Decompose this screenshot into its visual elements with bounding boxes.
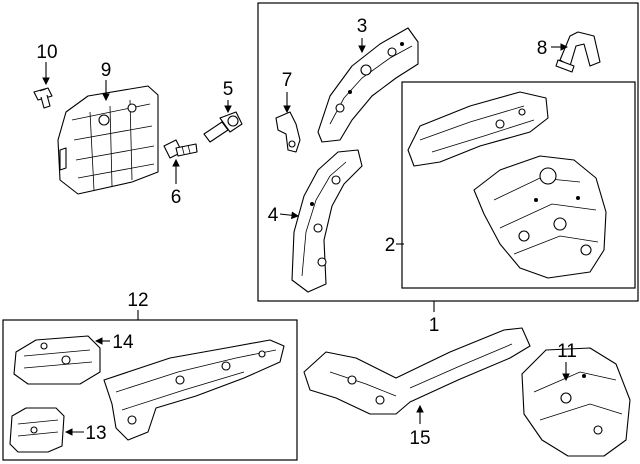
part-14-panel <box>13 335 101 385</box>
leader-lines <box>42 38 570 436</box>
callout-15: 15 <box>409 428 430 449</box>
callout-5: 5 <box>223 79 234 100</box>
part-12-frame-rail <box>103 339 285 441</box>
callout-12: 12 <box>127 290 148 311</box>
callout-13: 13 <box>85 423 106 444</box>
callout-6: 6 <box>171 187 182 208</box>
callout-14: 14 <box>112 332 134 353</box>
callout-11: 11 <box>557 341 577 362</box>
callout-9: 9 <box>101 60 112 81</box>
part-6-bolt <box>163 139 198 159</box>
part-4-arch <box>291 149 363 293</box>
callout-3: 3 <box>357 16 368 37</box>
part-7-bracket <box>275 111 301 153</box>
part-8-clip <box>555 31 601 73</box>
group-box-2 <box>401 81 636 289</box>
part-3-arch <box>317 27 419 143</box>
part-9-bracket <box>57 85 159 195</box>
group-box-1 <box>257 2 639 302</box>
part-2-apron-assembly <box>407 91 607 279</box>
group-box-12 <box>2 319 298 461</box>
callout-4: 4 <box>268 205 279 226</box>
callout-2: 2 <box>385 235 396 256</box>
part-11-panel <box>521 347 631 457</box>
callouts: 1 2 3 4 5 6 7 8 9 10 11 12 13 14 15 <box>36 16 576 449</box>
callout-7: 7 <box>282 70 293 91</box>
callout-8: 8 <box>537 38 548 59</box>
callout-10: 10 <box>36 42 57 63</box>
callout-1: 1 <box>429 315 440 336</box>
part-10-bolt <box>33 87 53 109</box>
leader-4 <box>279 211 300 220</box>
part-13-panel <box>9 407 65 453</box>
part-15-lower-rail <box>303 327 531 415</box>
part-5-stud <box>203 111 243 143</box>
